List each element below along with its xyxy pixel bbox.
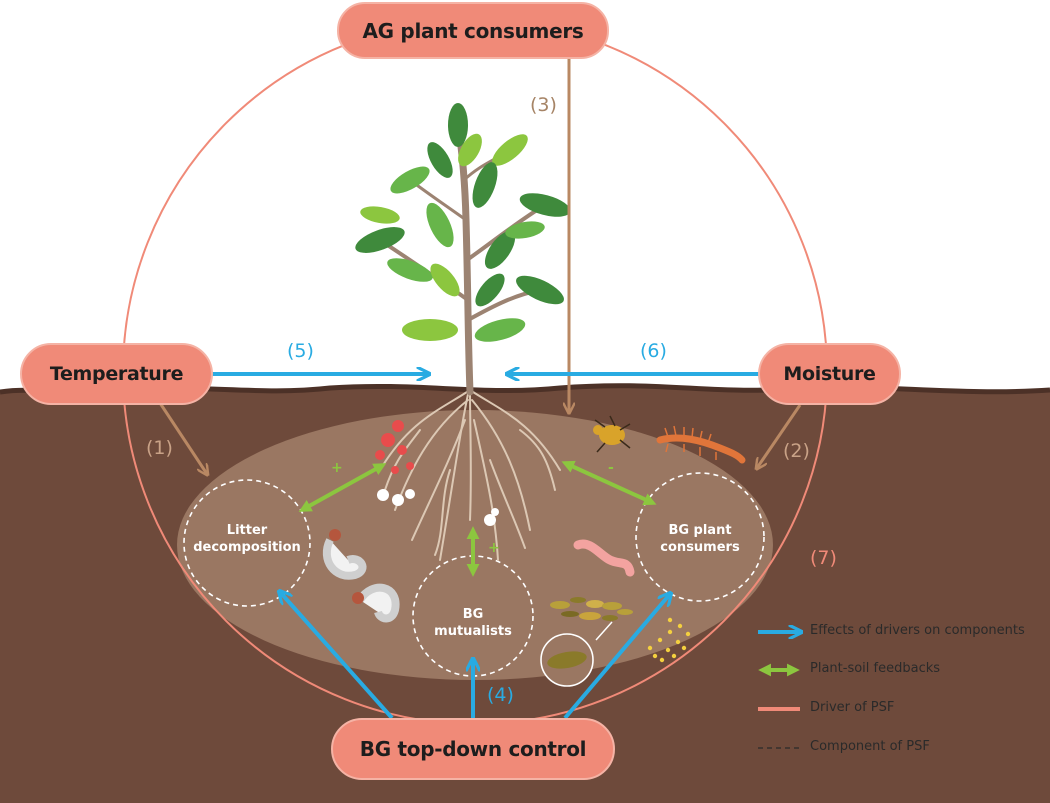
sign-plus-litter: +: [331, 460, 343, 476]
grubs: [322, 529, 400, 623]
component-bg-mutualists: BG mutualists: [413, 606, 533, 640]
label-n5: (5): [287, 340, 314, 362]
legend-driver-label: Driver of PSF: [810, 700, 895, 715]
magnifier-line: [595, 621, 613, 641]
tree: [355, 103, 571, 396]
bg-consumers-label-line1: BG plant: [668, 523, 732, 538]
magnified-leaf: [547, 651, 587, 669]
legend-effects-label: Effects of drivers on components: [810, 623, 1025, 638]
driver-temperature: Temperature: [20, 343, 213, 405]
red-fungi: [375, 420, 414, 474]
plant-roots: [379, 384, 561, 561]
arrow-topdown-to-litter: [280, 592, 394, 720]
legend-feedbacks-label: Plant-soil feedbacks: [810, 661, 941, 676]
feedback-roots-litter: [298, 463, 387, 512]
yellow-spores: [647, 617, 691, 663]
label-n3: (3): [530, 94, 557, 116]
centipede: [656, 425, 746, 464]
label-n7: (7): [810, 547, 837, 569]
component-litter-decomposition: Litter decomposition: [187, 522, 307, 556]
litter-label-line2: decomposition: [193, 540, 301, 555]
legend-component-label: Component of PSF: [810, 739, 930, 754]
label-n6: (6): [640, 340, 667, 362]
litter-label-line1: Litter: [226, 523, 268, 538]
driver-moisture: Moisture: [758, 343, 901, 405]
mite: [593, 415, 631, 453]
bg-consumers-label-line2: consumers: [660, 540, 740, 555]
feedback-roots-consumers: [561, 460, 657, 506]
earthworm: [573, 539, 635, 577]
component-bg-plant-consumers: BG plant consumers: [640, 522, 760, 556]
sign-plus-mutualists: +: [488, 540, 500, 556]
label-n2: (2): [783, 440, 810, 462]
mutualists-label-line2: mutualists: [434, 624, 512, 639]
leaf-litter: [550, 597, 633, 621]
driver-bg-top-down-control: BG top-down control: [331, 718, 615, 780]
arrow-topdown-to-consumers: [563, 594, 670, 720]
litter-decomposition-circle: [183, 479, 311, 607]
arrow-temperature-to-litter: [158, 402, 207, 474]
bg-plant-consumers-circle: [635, 472, 765, 602]
driver-ag-plant-consumers: AG plant consumers: [337, 2, 609, 59]
sign-minus-consumers: -: [608, 460, 614, 476]
label-n4: (4): [487, 684, 514, 706]
label-n1: (1): [146, 437, 173, 459]
arrow-moisture-to-consumers: [757, 404, 802, 468]
mutualists-label-line1: BG: [462, 607, 484, 622]
